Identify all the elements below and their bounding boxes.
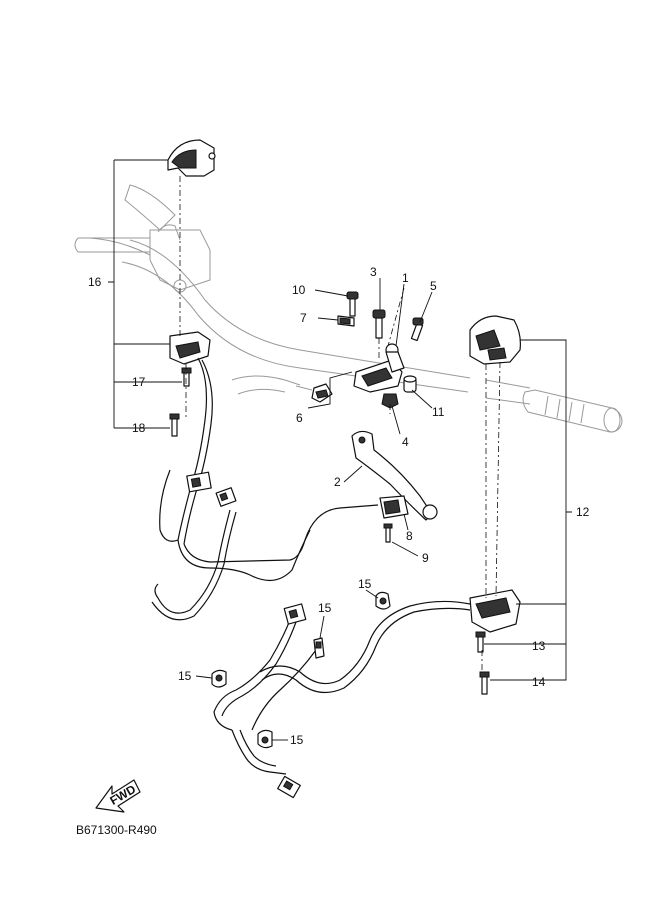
callout-17: 17 bbox=[132, 375, 146, 389]
clamp-15-b bbox=[313, 637, 325, 659]
right-grip bbox=[522, 389, 623, 433]
callout-11: 11 bbox=[432, 405, 445, 419]
callout-15-d: 15 bbox=[290, 733, 304, 747]
left-switch-lower-housing bbox=[169, 331, 211, 365]
callout-14: 14 bbox=[532, 675, 546, 689]
lever-2 bbox=[351, 430, 438, 521]
bolt-3 bbox=[372, 309, 386, 339]
clamp-15-d bbox=[257, 729, 273, 749]
leader-lines bbox=[108, 159, 572, 741]
right-switch-harness bbox=[213, 600, 471, 775]
left-switch-harness bbox=[151, 357, 379, 621]
callout-13: 13 bbox=[532, 639, 546, 653]
fwd-arrow-icon: FWD bbox=[95, 779, 141, 813]
collar-11 bbox=[403, 375, 417, 393]
callout-16: 16 bbox=[88, 275, 102, 289]
callout-18: 18 bbox=[132, 421, 146, 435]
clamp-15-c bbox=[211, 669, 227, 688]
callout-15-c: 15 bbox=[178, 669, 192, 683]
left-switch-upper-housing bbox=[167, 139, 216, 177]
callout-8: 8 bbox=[406, 529, 413, 543]
callout-labels: 1 2 3 4 5 6 7 8 9 10 11 12 13 14 15 15 1… bbox=[88, 265, 590, 747]
screw-14 bbox=[479, 671, 490, 695]
lever-holder-1 bbox=[353, 343, 405, 393]
callout-5: 5 bbox=[430, 279, 437, 293]
right-switch-lower-housing bbox=[469, 589, 521, 633]
alignment-lines bbox=[179, 176, 501, 672]
screw-13 bbox=[475, 631, 486, 653]
callout-7: 7 bbox=[300, 311, 307, 325]
screw-17 bbox=[181, 367, 192, 387]
callout-10: 10 bbox=[292, 283, 306, 297]
harness-end-connector bbox=[277, 775, 301, 799]
left-harness-connector-b bbox=[215, 487, 237, 507]
callout-4: 4 bbox=[402, 435, 409, 449]
right-switch-upper-housing bbox=[469, 315, 521, 365]
nut-4 bbox=[381, 393, 399, 409]
cable-connector-6 bbox=[295, 383, 333, 403]
switch-8 bbox=[379, 495, 409, 519]
callout-6: 6 bbox=[296, 411, 303, 425]
callout-15-a: 15 bbox=[358, 577, 372, 591]
bolt-5 bbox=[410, 317, 424, 342]
callout-2: 2 bbox=[334, 475, 341, 489]
bolt-10 bbox=[346, 291, 359, 317]
callout-3: 3 bbox=[370, 265, 377, 279]
callout-9: 9 bbox=[422, 551, 429, 565]
clamp-15-a bbox=[375, 591, 391, 610]
screw-9 bbox=[383, 523, 393, 543]
right-harness-connector bbox=[283, 603, 307, 625]
callout-12: 12 bbox=[576, 505, 590, 519]
callout-1: 1 bbox=[402, 271, 409, 285]
callout-15-b: 15 bbox=[318, 601, 332, 615]
pin-7 bbox=[337, 315, 355, 327]
diagram-code: B671300-R490 bbox=[76, 823, 157, 837]
screw-18 bbox=[169, 413, 180, 437]
left-harness-connector-a bbox=[186, 471, 212, 493]
